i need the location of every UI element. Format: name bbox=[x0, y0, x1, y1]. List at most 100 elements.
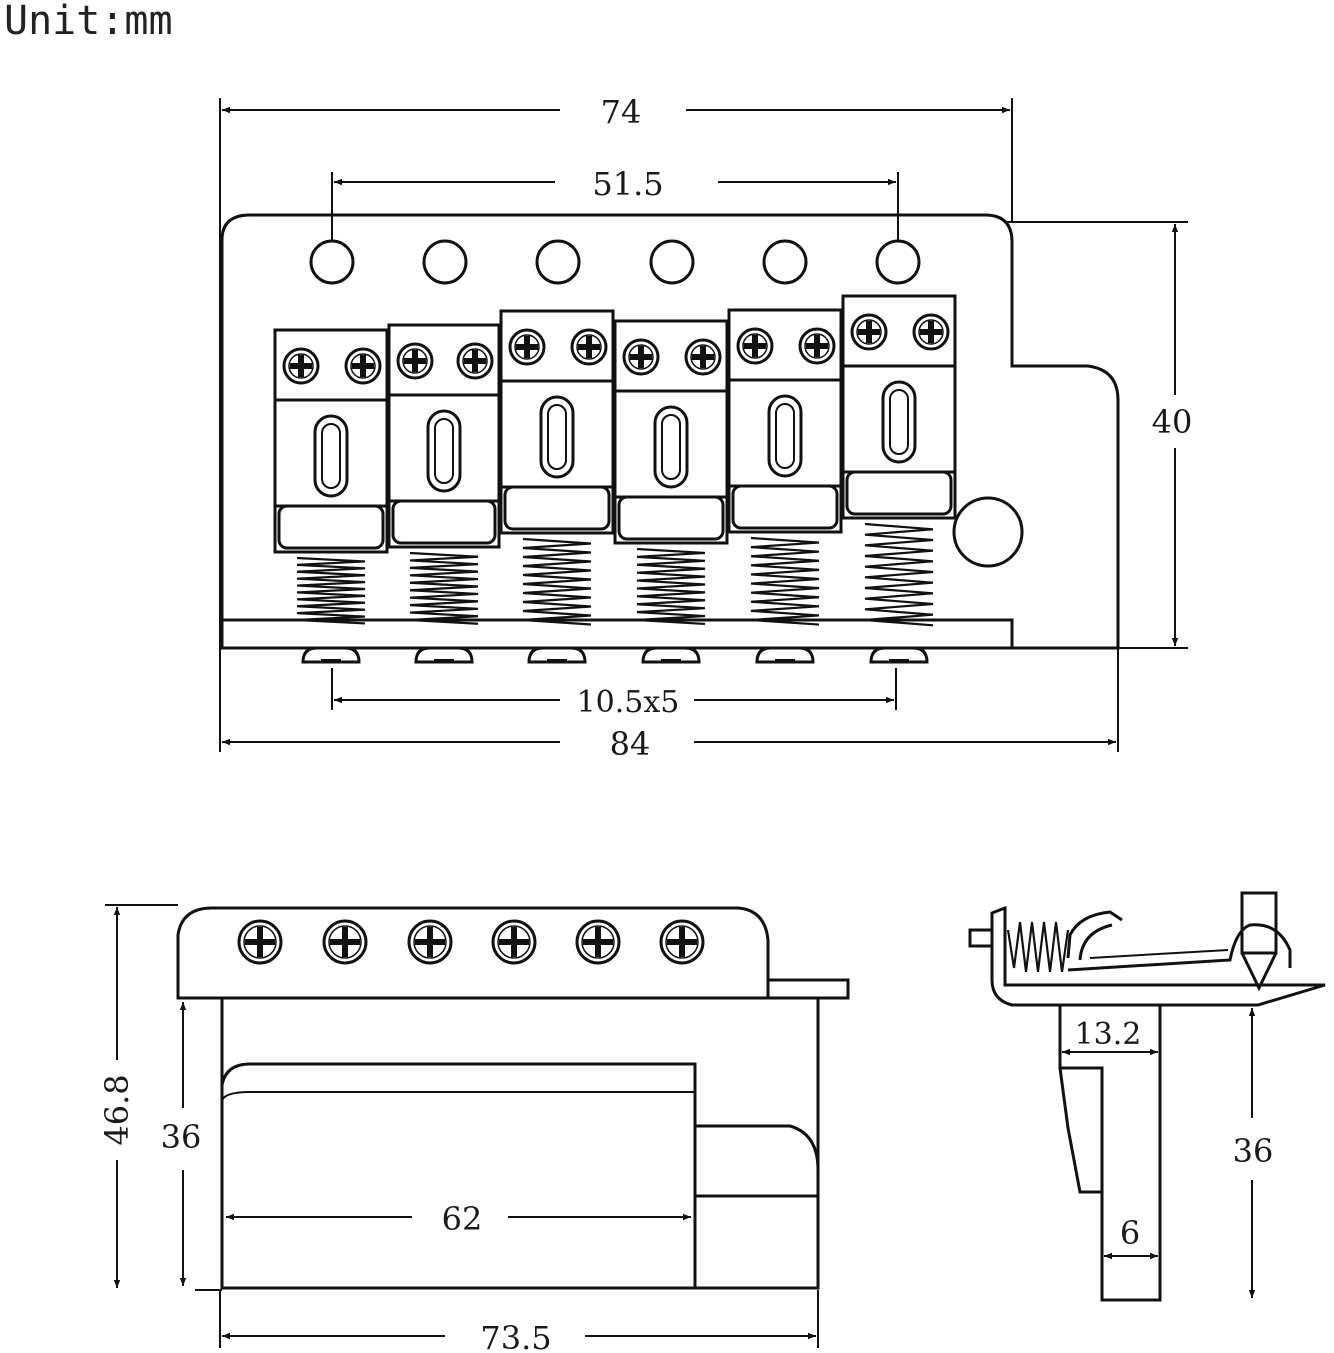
dim-label-74: 74 bbox=[601, 93, 642, 131]
bridge-saddle bbox=[499, 309, 615, 664]
screw-head bbox=[322, 919, 368, 965]
side-screw-head bbox=[968, 928, 994, 948]
block-inner-ledge bbox=[221, 1091, 695, 1101]
screw-head bbox=[912, 313, 950, 351]
screw-head bbox=[456, 342, 494, 380]
front-plate-lip bbox=[766, 978, 850, 1000]
dimension-string-spacing: 10.5x5 bbox=[334, 685, 894, 720]
dimension-6: 6 bbox=[1104, 1214, 1158, 1260]
saddle-spring bbox=[296, 556, 366, 625]
dimension-40: 40 bbox=[1152, 224, 1193, 646]
tremolo-arm-hole bbox=[952, 496, 1024, 568]
saddle-spring bbox=[636, 547, 706, 626]
mounting-hole bbox=[309, 239, 355, 285]
bridge-saddle bbox=[727, 308, 843, 664]
dimension-51-5: 51.5 bbox=[334, 165, 896, 203]
saddle-string-block bbox=[845, 470, 953, 516]
unit-label: Unit:mm bbox=[4, 0, 173, 44]
dimension-13-2: 13.2 bbox=[1062, 1017, 1158, 1056]
dim-label-51-5: 51.5 bbox=[592, 165, 663, 203]
dim-label-40: 40 bbox=[1152, 403, 1193, 441]
screw-head bbox=[237, 919, 283, 965]
screw-head bbox=[508, 328, 546, 366]
dimension-74: 74 bbox=[222, 93, 1010, 131]
saddle-bolt-head bbox=[869, 646, 929, 664]
dim-label-46-8: 46.8 bbox=[98, 1074, 136, 1145]
dim-label-84: 84 bbox=[610, 725, 651, 763]
dim-label-73-5: 73.5 bbox=[480, 1319, 551, 1353]
saddle-slot bbox=[539, 395, 575, 479]
mounting-hole bbox=[535, 239, 581, 285]
dimension-84: 84 bbox=[222, 725, 1116, 763]
saddle-slot bbox=[426, 409, 462, 493]
dim-label-10-5x5: 10.5x5 bbox=[577, 685, 680, 720]
front-top-plate bbox=[176, 906, 770, 1000]
screw-head bbox=[396, 342, 434, 380]
bridge-plate-outline bbox=[220, 213, 1120, 650]
mounting-hole bbox=[422, 239, 468, 285]
dimension-36-front: 36 bbox=[161, 1002, 202, 1286]
saddle-string-block bbox=[277, 504, 385, 550]
front-view: 46.8 36 62 73.5 bbox=[98, 904, 850, 1353]
screw-head bbox=[570, 328, 608, 366]
screw-head bbox=[407, 919, 453, 965]
screw-head bbox=[282, 347, 320, 385]
screw-head bbox=[659, 919, 705, 965]
saddle-string-block bbox=[617, 495, 725, 541]
saddle-bolt-head bbox=[527, 646, 587, 664]
side-intonation-spring bbox=[1006, 921, 1070, 973]
screw-head bbox=[575, 919, 621, 965]
saddle-slot bbox=[653, 405, 689, 489]
saddle-bolt-head bbox=[755, 646, 815, 664]
saddle-spring bbox=[864, 522, 934, 627]
screw-head bbox=[850, 313, 888, 351]
tremolo-block-outline bbox=[220, 996, 820, 1290]
saddle-slot bbox=[881, 380, 917, 464]
saddle-spring bbox=[409, 551, 479, 625]
bridge-saddle bbox=[387, 323, 501, 664]
saddle-bolt-head bbox=[301, 646, 361, 664]
screw-head bbox=[798, 327, 836, 365]
top-view: 74 51.5 40 10.5x5 84 bbox=[219, 93, 1193, 763]
saddle-spring bbox=[750, 536, 820, 626]
dim-label-6: 6 bbox=[1120, 1214, 1140, 1252]
saddle-bolt-head bbox=[641, 646, 701, 664]
mounting-holes bbox=[309, 239, 921, 285]
saddle-bolt-head bbox=[414, 646, 474, 664]
screw-head bbox=[684, 338, 722, 376]
tremolo-block-inner bbox=[220, 1062, 697, 1288]
screw-head bbox=[622, 338, 660, 376]
base-plate-edge bbox=[220, 618, 1014, 650]
bridge-saddle bbox=[613, 319, 729, 664]
screw-head bbox=[736, 327, 774, 365]
mounting-hole bbox=[649, 239, 695, 285]
dim-label-36-front: 36 bbox=[161, 1118, 202, 1156]
mounting-hole bbox=[762, 239, 808, 285]
side-base-plate bbox=[990, 905, 1326, 1007]
saddle-string-block bbox=[503, 485, 611, 531]
dimension-62: 62 bbox=[226, 1200, 691, 1238]
bridge-saddles bbox=[273, 294, 957, 664]
saddle-slot bbox=[767, 394, 803, 478]
saddle-string-block bbox=[391, 499, 497, 545]
side-view: 13.2 36 6 bbox=[968, 891, 1326, 1302]
bridge-saddle bbox=[273, 328, 389, 664]
dim-label-13-2: 13.2 bbox=[1075, 1017, 1142, 1052]
side-string-hook bbox=[1066, 910, 1292, 972]
saddle-slot bbox=[313, 414, 349, 498]
screw-head bbox=[491, 919, 537, 965]
dimension-46-8: 46.8 bbox=[98, 907, 136, 1288]
dim-label-36-side: 36 bbox=[1233, 1132, 1274, 1170]
bridge-saddle bbox=[841, 294, 957, 664]
side-height-screw bbox=[1240, 891, 1278, 955]
saddle-spring bbox=[522, 537, 592, 626]
dimension-73-5: 73.5 bbox=[222, 1319, 816, 1353]
block-side-tab bbox=[695, 1124, 820, 1198]
dimension-36-side: 36 bbox=[1233, 1008, 1274, 1298]
mounting-hole bbox=[875, 239, 921, 285]
screw-head bbox=[344, 347, 382, 385]
saddle-string-block bbox=[731, 484, 839, 530]
front-screws bbox=[237, 919, 705, 965]
dim-label-62: 62 bbox=[442, 1200, 483, 1238]
